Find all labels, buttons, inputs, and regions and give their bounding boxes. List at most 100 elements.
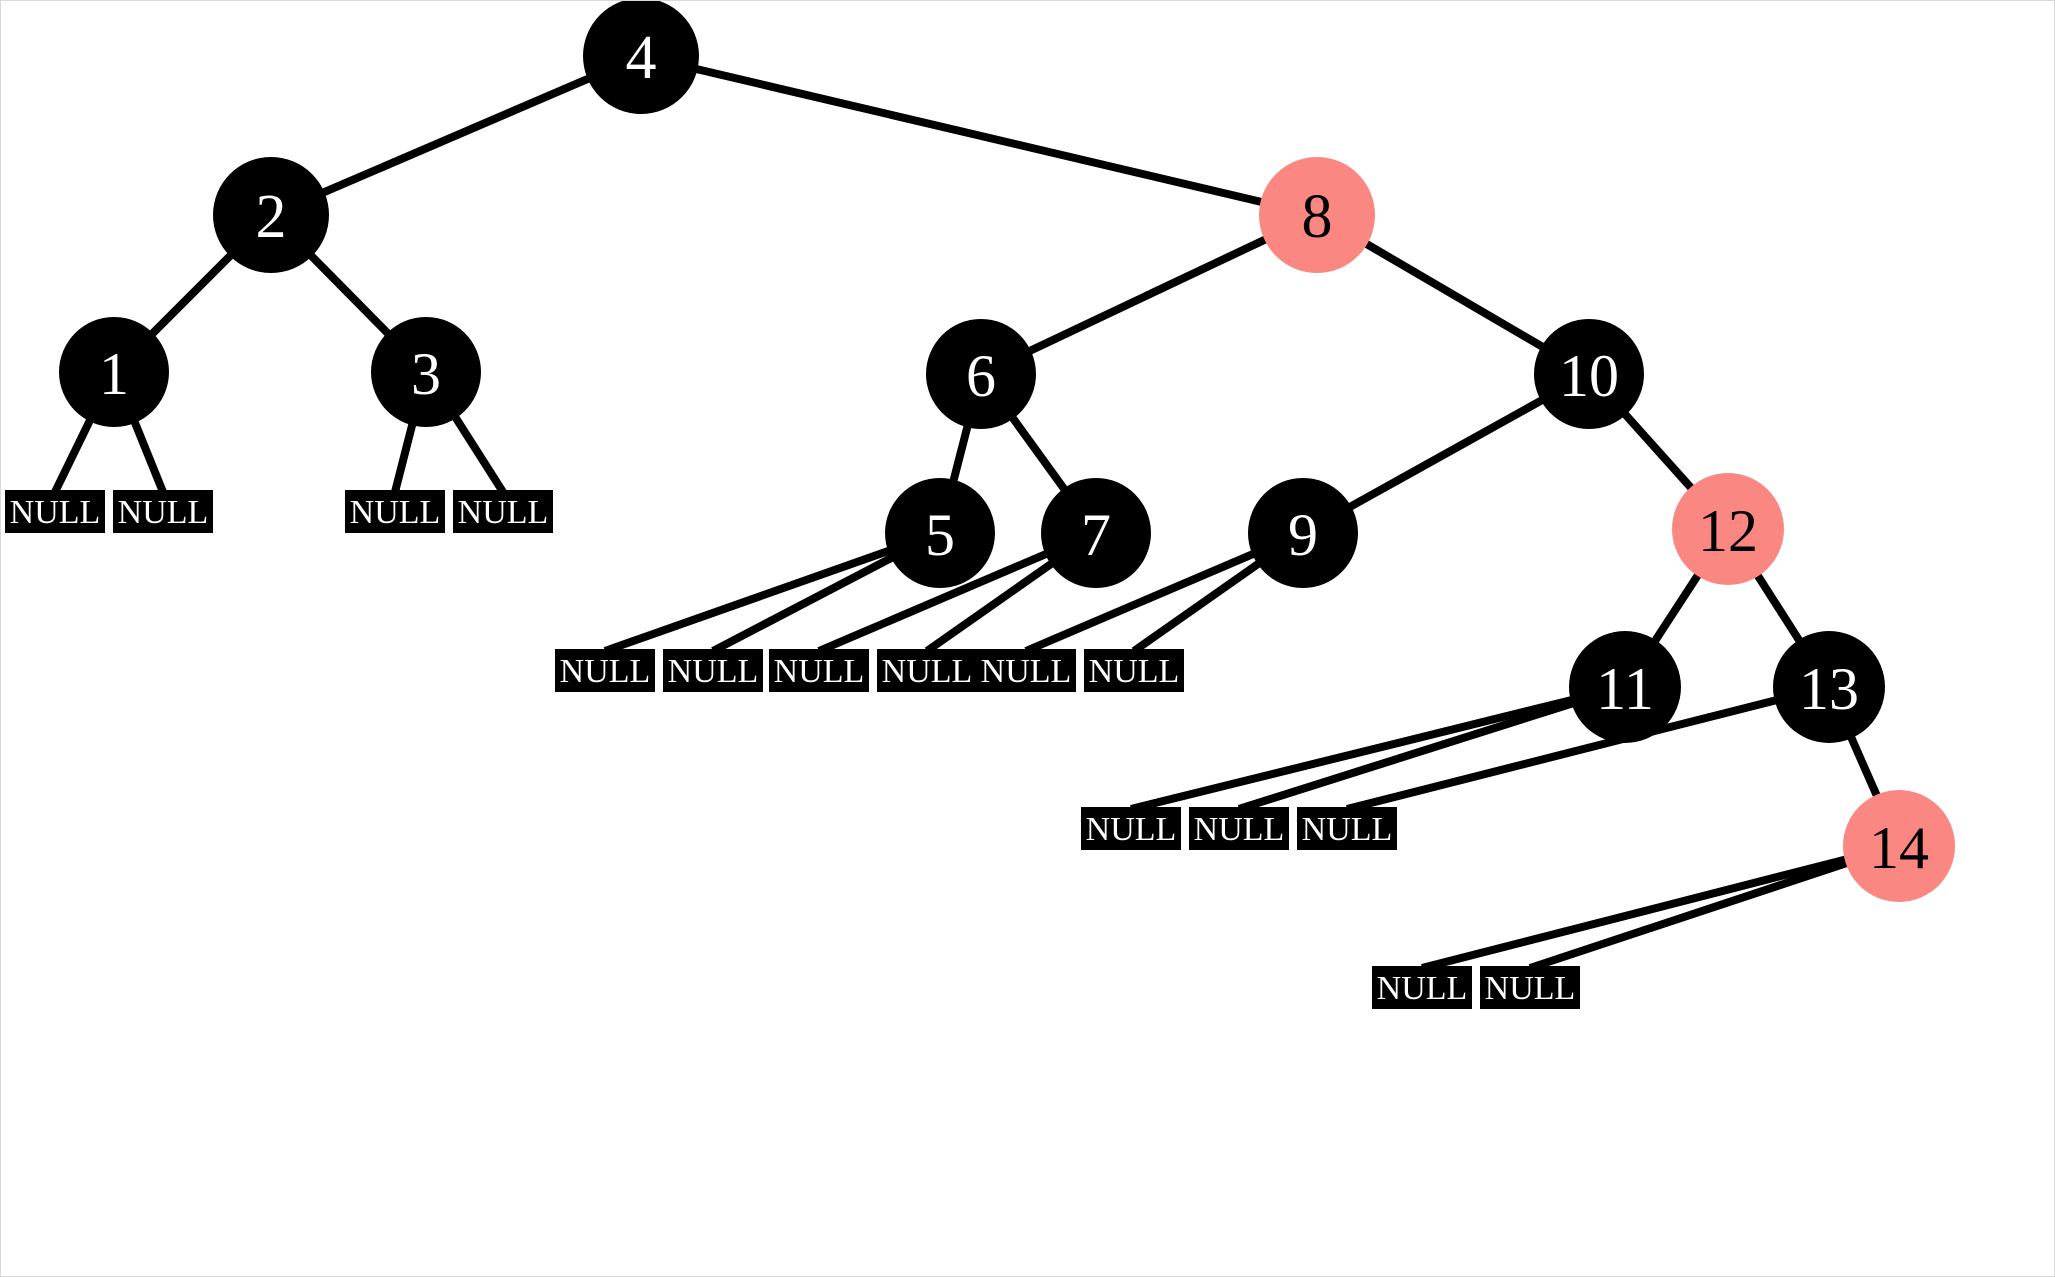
null-leaf-label: NULL — [560, 653, 651, 690]
tree-node-10[interactable]: 10 — [1534, 319, 1644, 429]
null-leaf: NULL — [5, 490, 105, 533]
edges-layer — [51, 62, 1885, 972]
tree-node-1[interactable]: 1 — [59, 317, 169, 427]
tree-node-label: 7 — [1081, 502, 1111, 568]
null-leaf-label: NULL — [774, 653, 865, 690]
tree-node-circle-black[interactable] — [1534, 319, 1644, 429]
null-leaf-label: NULL — [1485, 970, 1576, 1007]
tree-node-label: 8 — [1302, 183, 1333, 251]
null-leaves-layer: NULL NULL NULL NULL NULL NULL NULL NULL NULL NULL… — [5, 490, 1580, 1009]
null-leaf-box — [769, 649, 869, 692]
tree-node-circle-black[interactable] — [1041, 478, 1151, 588]
tree-node-7[interactable]: 7 — [1041, 478, 1151, 588]
null-leaf-box — [976, 649, 1076, 692]
tree-edge-n7-z7 — [817, 546, 1056, 655]
null-leaf: NULL — [345, 490, 445, 533]
tree-node-circle-black[interactable] — [371, 317, 481, 427]
tree-edge-n13-n14 — [1843, 727, 1885, 806]
tree-node-label: 6 — [966, 343, 996, 409]
tree-node-6[interactable]: 6 — [926, 319, 1036, 429]
null-leaf-label: NULL — [1377, 970, 1468, 1007]
tree-node-circle-black[interactable] — [926, 319, 1036, 429]
null-leaf-box — [1081, 807, 1181, 850]
null-leaf-label: NULL — [668, 653, 759, 690]
tree-node-8[interactable]: 8 — [1259, 157, 1375, 273]
null-leaf-box — [1189, 807, 1289, 850]
null-leaf-box — [453, 490, 553, 533]
tree-node-13[interactable]: 13 — [1773, 631, 1885, 743]
null-leaf: NULL — [555, 649, 655, 692]
tree-node-5[interactable]: 5 — [885, 478, 995, 588]
null-leaf-box — [877, 649, 977, 692]
null-leaf: NULL — [1084, 649, 1184, 692]
null-leaf-label: NULL — [1194, 811, 1285, 848]
null-leaf-label: NULL — [458, 494, 549, 531]
tree-edge-n9-z9 — [1024, 546, 1263, 655]
null-leaf: NULL — [663, 649, 763, 692]
tree-edge-n14-z14 — [1421, 853, 1856, 972]
null-leaf-label: NULL — [350, 494, 441, 531]
null-leaf-box — [1297, 807, 1397, 850]
null-leaf: NULL — [877, 649, 977, 692]
tree-node-circle-black[interactable] — [213, 157, 329, 273]
tree-node-circle-black[interactable] — [1569, 631, 1681, 743]
tree-edge-n4-n2 — [313, 71, 599, 200]
tree-node-label: 3 — [411, 341, 441, 407]
null-leaf: NULL — [1372, 966, 1472, 1009]
tree-node-9[interactable]: 9 — [1248, 478, 1358, 588]
tree-node-circle-black[interactable] — [1248, 478, 1358, 588]
null-leaf-box — [5, 490, 105, 533]
tree-node-circle-red[interactable] — [1843, 790, 1955, 902]
tree-node-circle-red[interactable] — [1672, 473, 1784, 585]
tree-node-circle-black[interactable] — [59, 317, 169, 427]
tree-edge-n11-z12 — [1237, 696, 1583, 813]
tree-node-2[interactable]: 2 — [213, 157, 329, 273]
tree-edge-n12-n11 — [1646, 565, 1707, 651]
tree-edge-n11-z11 — [1130, 693, 1582, 813]
null-leaf: NULL — [453, 490, 553, 533]
tree-edge-n13-z13 — [1346, 694, 1786, 813]
tree-edge-n8-n6 — [1020, 231, 1276, 359]
tree-node-label: 12 — [1698, 498, 1758, 564]
null-leaf: NULL — [1189, 807, 1289, 850]
null-leaf-box — [113, 490, 213, 533]
tree-node-circle-black[interactable] — [1773, 631, 1885, 743]
null-leaf-box — [555, 649, 655, 692]
tree-edge-n3-z4 — [447, 407, 507, 495]
tree-node-4[interactable]: 4 — [583, 1, 699, 114]
tree-edge-n3-z3 — [391, 414, 419, 493]
tree-edge-n8-n10 — [1356, 235, 1553, 355]
tree-node-label: 13 — [1799, 656, 1859, 722]
tree-node-label: 10 — [1559, 343, 1619, 409]
tree-node-label: 5 — [925, 502, 955, 568]
null-leaf: NULL — [1480, 966, 1580, 1009]
tree-edge-n10-n9 — [1340, 392, 1552, 515]
null-leaf-box — [345, 490, 445, 533]
tree-node-label: 14 — [1869, 815, 1929, 881]
null-leaf-box — [1480, 966, 1580, 1009]
tree-node-circle-red[interactable] — [1259, 157, 1375, 273]
null-leaf-label: NULL — [1089, 653, 1180, 690]
null-leaf: NULL — [1081, 807, 1181, 850]
tree-edge-n14-z15 — [1528, 856, 1857, 972]
tree-edge-n6-n7 — [1004, 408, 1073, 499]
tree-node-3[interactable]: 3 — [371, 317, 481, 427]
null-leaf: NULL — [769, 649, 869, 692]
tree-node-label: 9 — [1288, 502, 1318, 568]
tree-node-circle-black[interactable] — [885, 478, 995, 588]
tree-edge-n2-n3 — [301, 246, 398, 343]
tree-node-12[interactable]: 12 — [1672, 473, 1784, 585]
tree-edge-n12-n13 — [1749, 565, 1808, 651]
null-leaf-label: NULL — [10, 494, 101, 531]
tree-node-label: 1 — [99, 341, 129, 407]
null-leaf-label: NULL — [118, 494, 209, 531]
tree-node-label: 11 — [1596, 656, 1654, 722]
tree-edge-n10-n12 — [1616, 404, 1701, 498]
tree-node-14[interactable]: 14 — [1843, 790, 1955, 902]
tree-node-circle-black[interactable] — [583, 1, 699, 114]
tree-node-11[interactable]: 11 — [1569, 631, 1681, 743]
tree-edge-n7-z8 — [924, 555, 1062, 655]
null-leaf: NULL — [1297, 807, 1397, 850]
